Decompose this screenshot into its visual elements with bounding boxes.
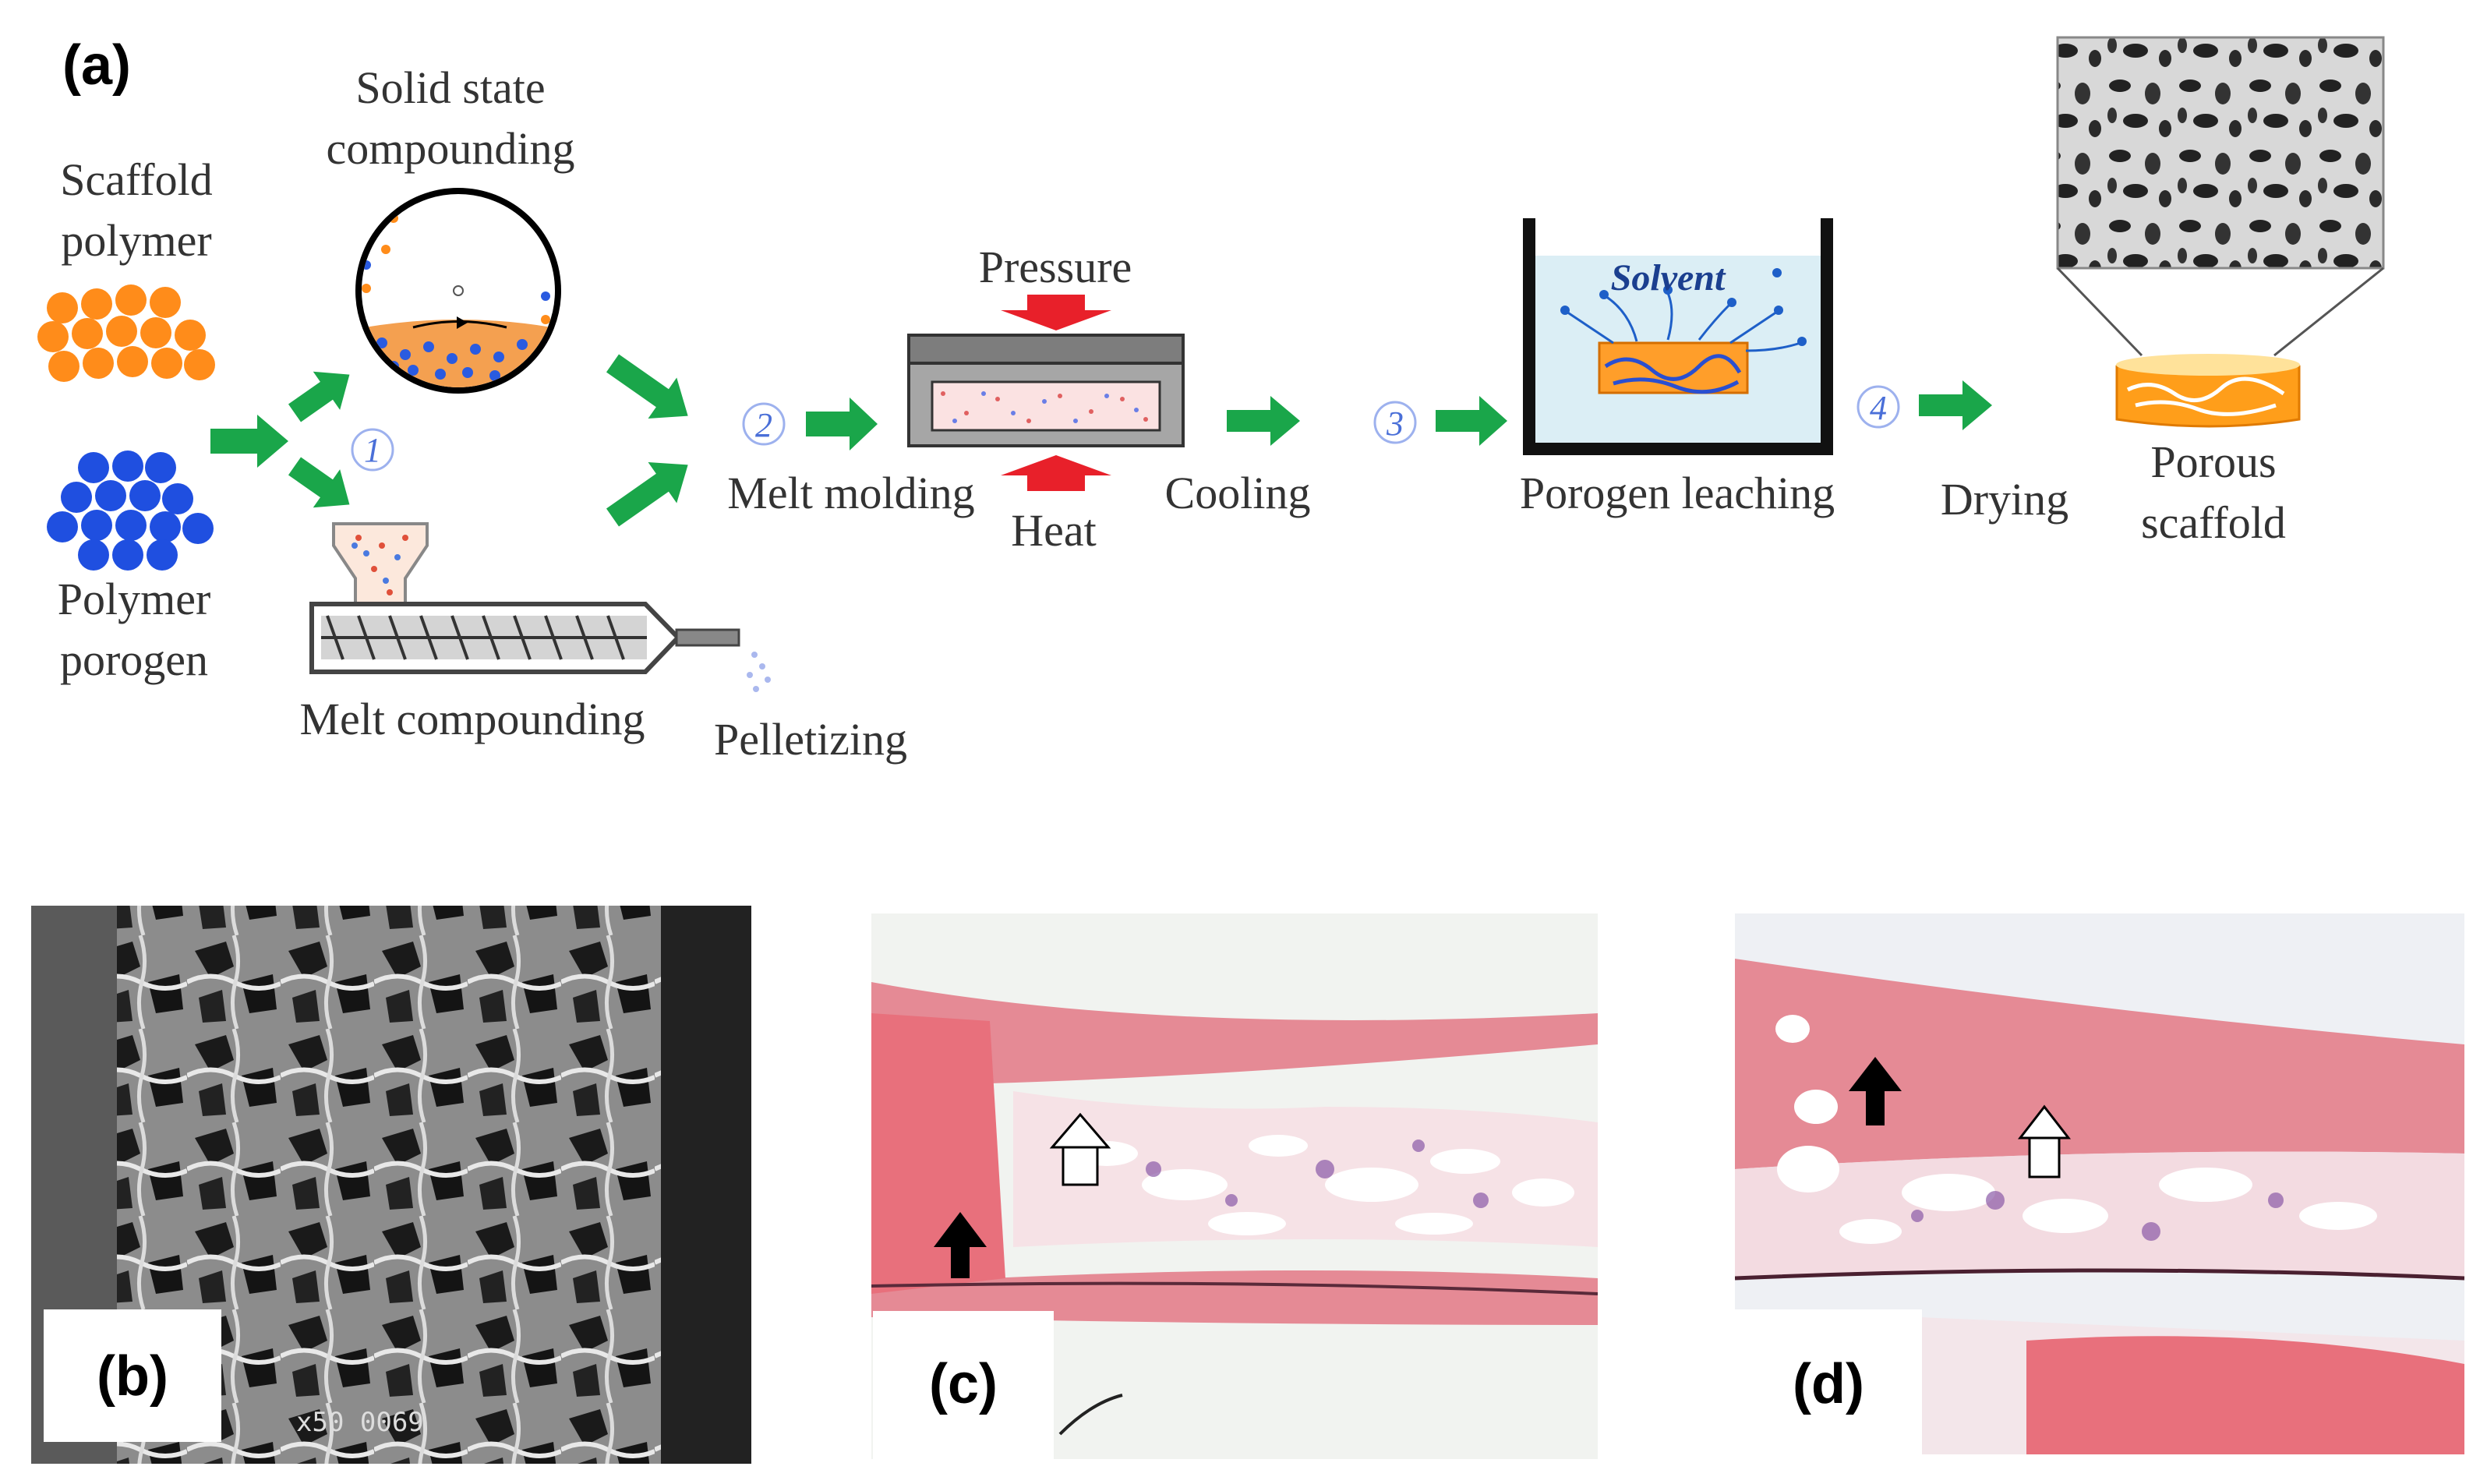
pelletizing-label: Pelletizing [714, 714, 907, 765]
step-1-circle [351, 428, 394, 472]
black-arrow-c [934, 1212, 987, 1278]
polymer-porogen-label-1: Polymer [58, 574, 211, 624]
melt-molding-label: Melt molding [727, 468, 974, 518]
extruder-icon [309, 522, 771, 692]
heat-arrow [1001, 455, 1111, 491]
converging-arrows [606, 354, 688, 527]
polymer-porogen-particles [47, 450, 214, 571]
mold-icon [907, 334, 1185, 447]
panel-c-label: (c) [929, 1353, 998, 1415]
step-3-circle [1373, 401, 1417, 444]
black-arrow-d [1849, 1057, 1902, 1125]
polymer-porogen-label-2: porogen [60, 634, 208, 685]
white-arrow-c [1049, 1112, 1111, 1149]
porous-scaffold-label-1: Porous [2150, 436, 2276, 487]
white-arrow-d [2017, 1104, 2072, 1140]
step-4-circle [1856, 385, 1900, 429]
drying-arrow [1919, 380, 1992, 430]
porous-scaffold-icon [2056, 36, 2385, 428]
pressure-label: Pressure [979, 242, 1132, 292]
scaffold-polymer-label-2: polymer [61, 215, 211, 266]
solid-state-label-1: Solid state [355, 62, 545, 113]
panel-b-label: (b) [97, 1345, 168, 1408]
panel-c-label-box [873, 1311, 1054, 1459]
step-1-number: 1 [364, 431, 381, 469]
ball-mill-icon [355, 188, 561, 394]
heat-label: Heat [1011, 505, 1097, 556]
step-2-number: 2 [755, 406, 772, 444]
pressure-arrow [1001, 295, 1111, 330]
white-arrow-c-shaft [1062, 1144, 1099, 1186]
scaffold-polymer-particles [37, 284, 215, 382]
porogen-leaching-label: Porogen leaching [1520, 468, 1835, 518]
leaching-bath-icon: Solvent [1523, 218, 1833, 455]
step-3-number: 3 [1386, 405, 1404, 443]
melt-compounding-label: Melt compounding [299, 694, 645, 744]
panel-c: (c) [871, 913, 1598, 1459]
cooling-label: Cooling [1165, 468, 1311, 518]
panel-a: (a) Scaffold polymer Polymer porogen 1 S [37, 34, 2385, 765]
step-2-arrow [806, 398, 878, 450]
input-arrows [210, 371, 350, 508]
step-4-number: 4 [1870, 389, 1887, 427]
porous-scaffold-label-2: scaffold [2141, 497, 2286, 548]
drying-label: Drying [1941, 474, 2068, 525]
solid-state-label-2: compounding [327, 123, 575, 174]
step-2-circle [742, 402, 786, 446]
panel-d: (d) [1735, 913, 2464, 1454]
panel-a-label: (a) [62, 34, 131, 97]
scaffold-polymer-label-1: Scaffold [60, 154, 212, 205]
white-arrow-d-shaft [2028, 1135, 2061, 1178]
cooling-arrow [1227, 396, 1300, 446]
panel-d-label-box [1735, 1309, 1922, 1454]
solvent-label: Solvent [1611, 257, 1726, 299]
step-3-arrow [1436, 396, 1507, 446]
panel-b-label-box [44, 1309, 221, 1442]
panel-b: x50 0069 (b) [31, 906, 751, 1464]
panel-d-label: (d) [1793, 1353, 1864, 1415]
sem-scale-text: x50 0069 [296, 1407, 424, 1438]
